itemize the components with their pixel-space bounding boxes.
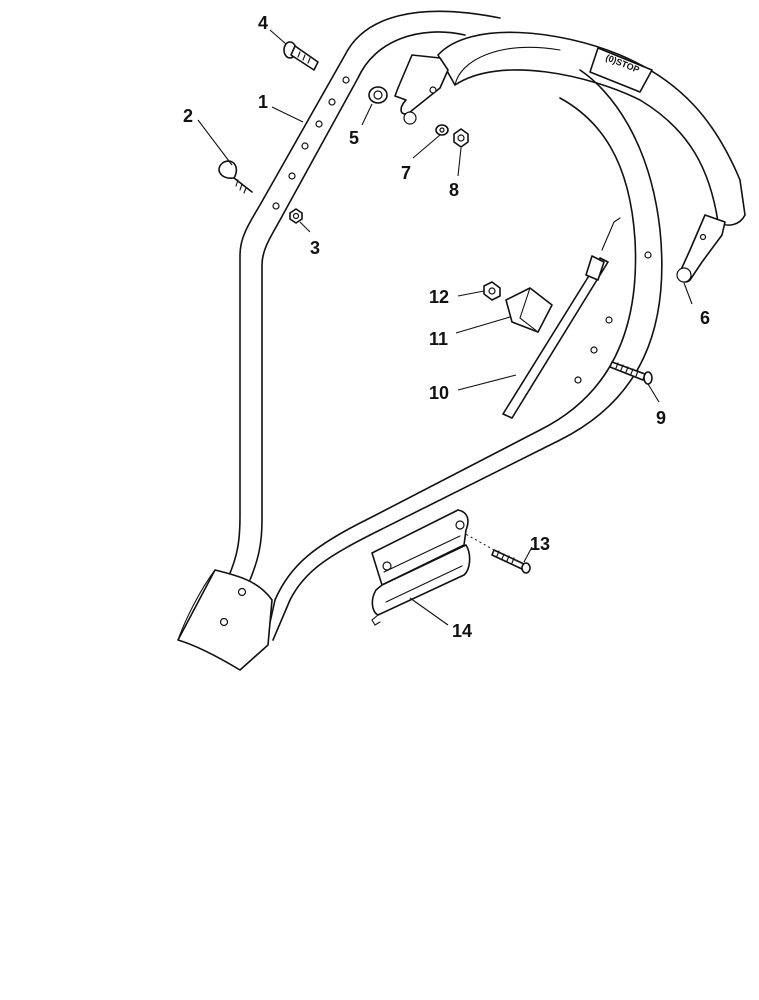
bolt-9 <box>609 361 653 385</box>
eye-bolt-2 <box>218 160 253 194</box>
cable-bracket-left <box>394 54 449 125</box>
nut-8 <box>453 128 469 148</box>
handle-foot-bracket <box>177 569 273 671</box>
control-cable <box>502 217 621 419</box>
callout-13: 13 <box>530 534 550 554</box>
handle-clamp <box>371 509 471 626</box>
leader-lines <box>197 29 693 626</box>
nut-12 <box>483 281 501 301</box>
washer-7 <box>435 124 449 136</box>
callout-12: 12 <box>429 287 449 307</box>
bolt-4 <box>283 41 319 71</box>
upper-handle-bar: (0)STOP <box>437 31 746 226</box>
cable-bracket-right <box>676 214 726 283</box>
callout-4: 4 <box>258 13 268 33</box>
callout-3: 3 <box>310 238 320 258</box>
lower-handle-frame <box>227 10 663 646</box>
callout-1: 1 <box>258 92 268 112</box>
callout-2: 2 <box>183 106 193 126</box>
callout-10: 10 <box>429 383 449 403</box>
callout-6: 6 <box>700 308 710 328</box>
callout-8: 8 <box>449 180 459 200</box>
screw-13 <box>461 531 531 574</box>
callout-7: 7 <box>401 163 411 183</box>
nut-3 <box>289 208 303 224</box>
callout-14: 14 <box>452 621 472 641</box>
callout-labels: 1 2 3 4 5 6 7 8 9 10 11 12 13 14 <box>183 13 710 641</box>
callout-9: 9 <box>656 408 666 428</box>
callout-5: 5 <box>349 128 359 148</box>
callout-11: 11 <box>429 329 448 349</box>
cable-clip <box>505 287 553 333</box>
nut-5 <box>368 86 388 104</box>
